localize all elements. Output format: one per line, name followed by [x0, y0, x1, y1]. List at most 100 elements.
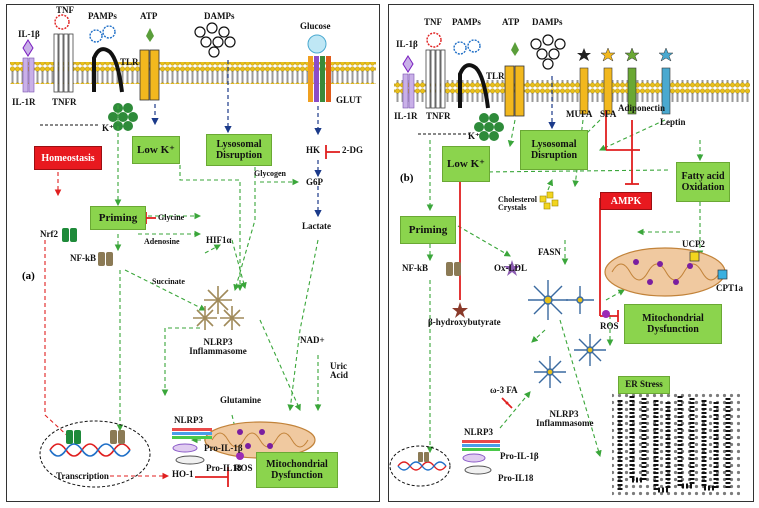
il1b-label-a: IL-1β [18, 29, 40, 39]
glutamine-label: Glutamine [220, 395, 262, 405]
il1r-receptor-a [22, 39, 35, 93]
panel-a-tag: (a) [22, 270, 35, 282]
membrane-b [394, 80, 750, 102]
ros-icon-a [236, 452, 244, 460]
transcription-label-a: Transcription [56, 471, 109, 481]
mufa-label: MUFA [566, 109, 593, 119]
nfkb-label-b: NF-kB [402, 263, 429, 273]
tnfr-receptor-b [425, 32, 446, 109]
nrf2-icon-a [62, 228, 77, 242]
nlrp3-label-a: NLRP3 [174, 415, 203, 425]
k-label-a: K⁺ [102, 123, 114, 133]
cpt1a-icon [717, 269, 728, 280]
priming-box-b: Priming [400, 216, 456, 244]
tnfr-label-a: TNFR [52, 97, 77, 107]
pamps-label-b: PAMPs [452, 17, 481, 27]
ox-ldl-label: Ox-LDL [494, 263, 528, 273]
nfkb-label-a: NF-kB [70, 253, 97, 263]
il1b-label-b: IL-1β [396, 39, 418, 49]
glycine-label: Glycine [158, 213, 185, 222]
g6p-label: G6P [306, 177, 323, 187]
dna-icon-a [49, 443, 131, 457]
ros-icon-b [602, 310, 610, 318]
cholesterol-crystals-label: Cholesterol Crystals [498, 195, 537, 213]
panel-b-tag: (b) [400, 172, 414, 184]
nrf2-label: Nrf2 [40, 229, 58, 239]
pamps-label-a: PAMPs [88, 11, 117, 21]
lysosomal-disruption-box-a: Lysosomal Disruption [206, 134, 272, 166]
ros-label-a: ROS [234, 463, 253, 473]
er-stress-icon [612, 390, 740, 496]
nlrp3-label-b: NLRP3 [464, 427, 493, 437]
lactate-label: Lactate [302, 221, 331, 231]
ucp2-label: UCP2 [682, 239, 705, 249]
sfa-label: SFA [600, 109, 617, 119]
nucleus-b [389, 445, 451, 487]
nlrp3-bars-b [462, 440, 500, 451]
nfkb-icon-a [98, 252, 113, 266]
nlrp3-inflammasome-label-b: NLRP3 Inflammasome [536, 409, 594, 429]
k-ions-b [474, 113, 504, 141]
mitochondrion-icon-a [204, 421, 316, 459]
ros-label-b: ROS [600, 321, 619, 331]
adiponectin-label: Adiponectin [618, 103, 666, 113]
inflammasome-icon-a [193, 286, 244, 330]
omega3-label: ω-3 FA [490, 385, 518, 395]
k-label-b: K⁺ [468, 131, 480, 141]
glucose-label-a: Glucose [300, 21, 331, 31]
mitochondrial-dysfunction-box-b: Mitochondrial Dysfunction [624, 304, 722, 344]
glut-label-a: GLUT [336, 95, 362, 105]
pro-il1b-label-a: Pro-IL-1β [204, 443, 243, 453]
pro-il18-label-b: Pro-IL18 [498, 473, 534, 483]
tnfr-receptor-a [53, 14, 74, 93]
tnfr-label-b: TNFR [426, 111, 451, 121]
low-k-box-a: Low K⁺ [132, 136, 180, 164]
atp-channel-b [504, 42, 525, 117]
nlrp3-inflammasome-label-a: NLRP3 Inflammasome [189, 337, 247, 357]
nfkb-icon-b [446, 262, 461, 276]
atp-label-b: ATP [502, 17, 520, 27]
fatty-acid-receptors-b [577, 47, 674, 115]
tlr-receptor-b [453, 39, 490, 109]
nad-label: NAD+ [300, 335, 325, 345]
cholesterol-crystals-icon [539, 191, 559, 210]
inflammasome-icon-b [528, 280, 606, 388]
mitochondrial-dysfunction-box-a: Mitochondrial Dysfunction [256, 452, 338, 488]
damps-label-b: DAMPs [532, 17, 563, 27]
leptin-label: Leptin [660, 117, 686, 127]
hif1a-label: HIF1α [206, 235, 232, 245]
priming-box-a: Priming [90, 206, 146, 230]
pro-il18-label-a: Pro-IL18 [206, 463, 242, 473]
hbutyrate-label: β-hydroxybutyrate [428, 317, 501, 327]
nucleus-a [39, 420, 151, 488]
homeostasis-box: Homeostasis [34, 146, 102, 170]
hk-label: HK [306, 145, 321, 155]
hbutyrate-icon [452, 302, 468, 318]
atp-label-a: ATP [140, 11, 158, 21]
tlr-label-a: TLR [120, 57, 139, 67]
tlr-receptor-a [89, 25, 124, 93]
tlr-label-b: TLR [486, 71, 505, 81]
atp-channel-a [139, 28, 160, 101]
adenosine-label: Adenosine [144, 237, 180, 246]
ampk-box: AMPK [600, 192, 652, 210]
cpt1a-label: CPT1a [716, 283, 743, 293]
two-dg-label: 2-DG [342, 145, 363, 155]
pro-il1b-label-b: Pro-IL-1β [500, 451, 539, 461]
k-ions-a [108, 103, 138, 131]
damps-cluster-b [530, 34, 566, 70]
damps-cluster-a [194, 22, 236, 58]
damps-label-a: DAMPs [204, 11, 235, 21]
tnf-label-a: TNF [56, 5, 74, 15]
ucp2-icon [689, 251, 700, 262]
il1r-label-b: IL-1R [394, 111, 418, 121]
er-stress-box: ER Stress [618, 376, 670, 394]
ox-ldl-icon [504, 260, 520, 276]
fatty-acid-oxidation-box: Fatty acid Oxidation [676, 162, 730, 202]
il1r-label-a: IL-1R [12, 97, 36, 107]
mitochondrion-icon-b [604, 247, 726, 297]
membrane-a [10, 62, 376, 84]
nlrp3-bars-a [172, 428, 212, 439]
